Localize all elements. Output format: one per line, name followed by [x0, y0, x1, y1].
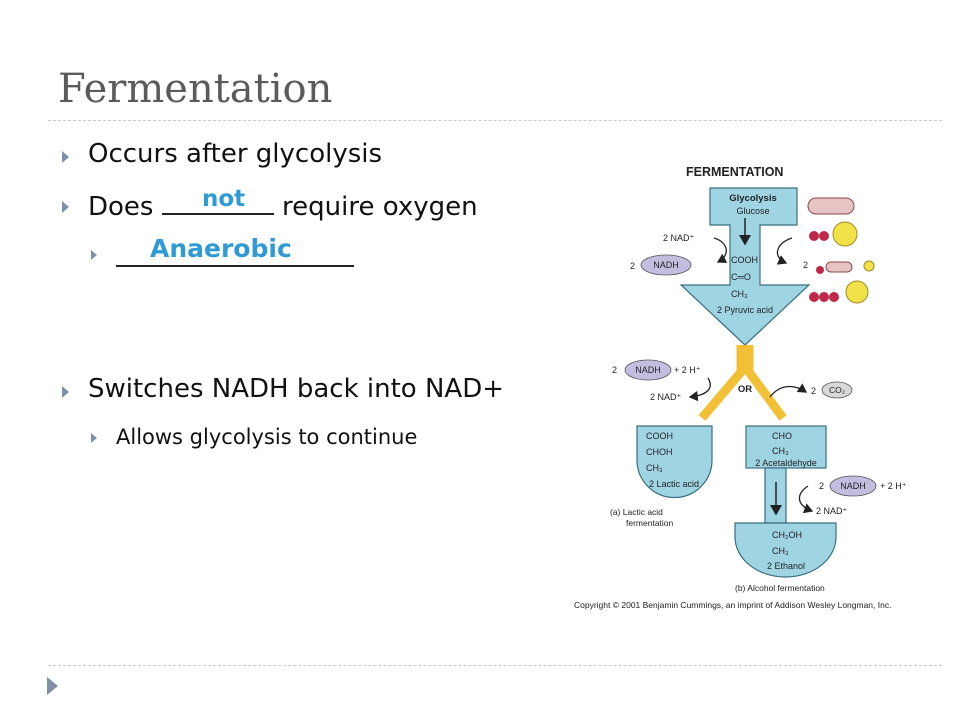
copyright-notice: Copyright © 2001 Benjamin Cummings, an i…: [574, 600, 891, 610]
cooh-label: COOH: [731, 255, 758, 265]
answer-not: not: [202, 186, 246, 212]
bullet-text-pre: Does: [88, 192, 154, 222]
glycolysis-arrow: [679, 187, 811, 346]
atp-count: 2: [803, 260, 808, 270]
caption-a-line1: (a) Lactic acid: [610, 507, 663, 517]
bullet-marker: [62, 201, 69, 213]
lactic-choh: CHOH: [646, 447, 673, 457]
h-plus-lactic: + 2 H⁺: [674, 365, 701, 375]
nadh-count-lactic: 2: [612, 365, 617, 375]
caption-b: (b) Alcohol fermentation: [735, 583, 825, 593]
atp-cartoon-icon: [807, 197, 875, 304]
co2-count: 2: [811, 386, 816, 396]
co2-arrow: [769, 383, 808, 398]
nadh-oval-lactic: [624, 359, 672, 381]
ethanol-ch2oh: CH₂OH: [772, 530, 802, 540]
nad-arrow: [713, 237, 728, 263]
ethanol-ch3: CH₃: [772, 546, 789, 556]
bullet-text-post: require oxygen: [282, 192, 478, 222]
figure-heading: FERMENTATION: [686, 165, 783, 179]
bullet-occurs-after-glycolysis: Occurs after glycolysis: [88, 139, 383, 169]
ch3-label: CH₃: [731, 289, 748, 299]
title-divider: [48, 120, 942, 121]
bullet-switches-nadh: Switches NADH back into NAD+: [88, 374, 504, 404]
sub-bullet-allows-glycolysis: Allows glycolysis to continue: [116, 425, 418, 449]
co2-oval: [821, 381, 853, 399]
nadh-count: 2: [630, 261, 635, 271]
atp-arrow: [776, 237, 793, 265]
pyruvic-label: 2 Pyruvic acid: [717, 305, 773, 315]
co2-label: CO₂: [829, 385, 845, 395]
caption-a-line2: fermentation: [626, 518, 674, 528]
bullet-marker: [62, 151, 69, 163]
nadh-label: NADH: [653, 260, 679, 270]
sub-bullet-marker: [91, 250, 97, 260]
nad-plus-alcohol: 2 NAD⁺: [816, 506, 848, 516]
glycolysis-label: Glycolysis: [729, 193, 777, 204]
nad-regen-arrow-alcohol: [798, 485, 814, 514]
fill-blank: [161, 189, 274, 215]
lactic-acid-product: [636, 425, 713, 499]
alcohol-branch-arrow: [744, 345, 787, 421]
ethanol-label: 2 Ethanol: [767, 561, 805, 571]
nadh-oval-alcohol: [829, 475, 877, 497]
nadh-oval: [640, 254, 692, 276]
answer-anaerobic: Anaerobic: [150, 234, 292, 263]
nadh-label-lactic: NADH: [635, 365, 661, 375]
acetaldehyde-ch3: CH₃: [772, 446, 789, 456]
lactic-branch-arrow: [698, 345, 746, 421]
sub-bullet-marker: [91, 433, 97, 443]
nad-plus-lactic: 2 NAD⁺: [650, 392, 682, 402]
glucose-label: Glucose: [736, 206, 769, 216]
lactic-cooh: COOH: [646, 431, 673, 441]
bullet-does-not-require-oxygen: Does require oxygen: [88, 189, 478, 222]
h-plus-alcohol: + 2 H⁺: [880, 481, 907, 491]
corner-triangle-icon: [47, 677, 58, 695]
nadh-label-alcohol: NADH: [840, 481, 866, 491]
acetaldehyde-cho: CHO: [772, 431, 792, 441]
footer-divider: [48, 665, 942, 666]
slide-title: Fermentation: [58, 66, 333, 112]
nadh-count-alcohol: 2: [819, 481, 824, 491]
lactic-acid-label: 2 Lactic acid: [649, 479, 699, 489]
nad-plus-label: 2 NAD⁺: [663, 233, 695, 243]
ethanol-product: [734, 522, 837, 578]
c-o-label: C═O: [731, 272, 751, 282]
nad-regen-arrow-lactic: [688, 377, 711, 402]
bullet-marker: [62, 386, 69, 398]
acetaldehyde-box: [745, 425, 827, 469]
or-label: OR: [738, 384, 752, 395]
lactic-ch3: CH₃: [646, 463, 663, 473]
acetaldehyde-label: 2 Acetaldehyde: [755, 458, 817, 468]
fill-blank: [116, 241, 354, 267]
